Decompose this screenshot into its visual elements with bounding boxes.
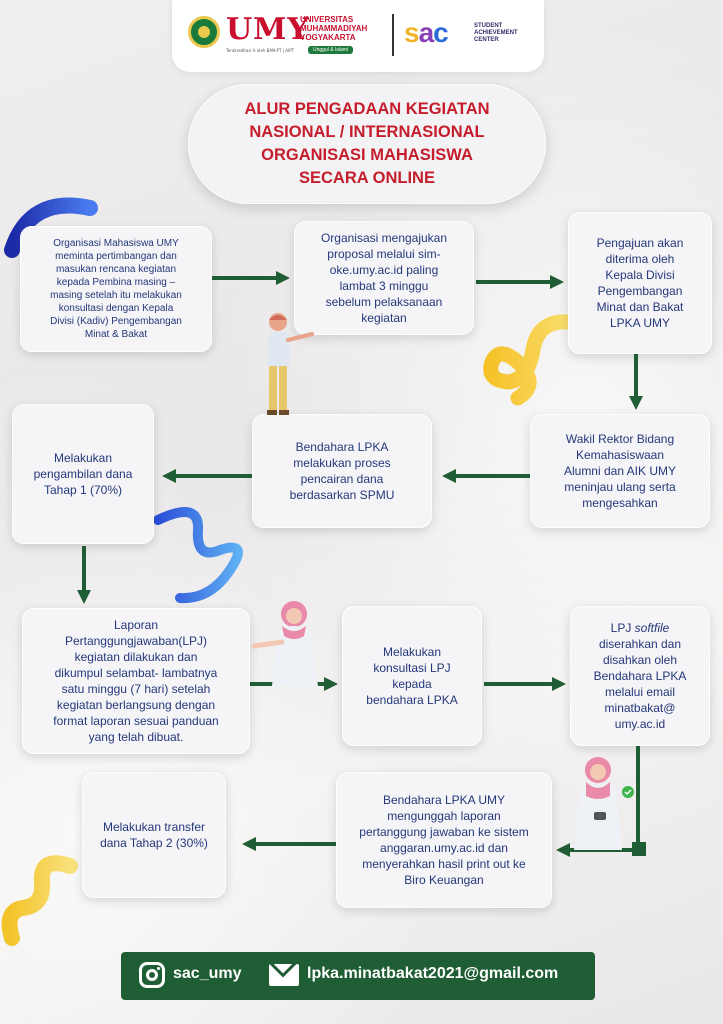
man-pointing-illustration — [267, 313, 314, 415]
step-9-text: LPJ softfile diserahkan dan disahkan ole… — [593, 621, 687, 731]
email-address[interactable]: lpka.minatbakat2021@gmail.com — [307, 965, 559, 982]
arrow-left-icon — [242, 837, 336, 851]
step-2-box: Organisasi mengajukan proposal melalui s… — [294, 221, 474, 335]
umy-seal-logo — [188, 16, 220, 48]
step-9-box: LPJ softfile diserahkan dan disahkan ole… — [570, 606, 710, 746]
woman-hijab-phone-illustration — [574, 757, 634, 850]
logo-divider — [392, 14, 394, 56]
step-1-text: Organisasi Mahasiswa UMY meminta pertimb… — [50, 238, 182, 340]
step-10-text: Bendahara LPKA UMY mengunggah laporan pe… — [359, 793, 529, 887]
step-4-text: Wakil Rektor Bidang Kemahasiswaan Alumni… — [563, 432, 677, 510]
arrow-down-icon — [77, 546, 91, 604]
sac-logo: sac — [404, 17, 449, 48]
step-4-box: Wakil Rektor Bidang Kemahasiswaan Alumni… — [530, 414, 710, 528]
instagram-icon — [139, 962, 165, 988]
step-6-text: Melakukan pengambilan dana Tahap 1 (70%) — [33, 451, 133, 497]
decorative-yellow-wave-shape — [1, 855, 78, 946]
arrow-right-icon — [476, 275, 564, 289]
decorative-blue-swirl-shape — [153, 507, 243, 604]
arrow-left-icon — [442, 469, 530, 483]
step-1-box: Organisasi Mahasiswa UMY meminta pertimb… — [20, 226, 212, 352]
step-3-text: Pengajuan akan diterima oleh Kepala Divi… — [596, 236, 684, 330]
instagram-handle[interactable]: sac_umy — [173, 965, 242, 982]
arrow-elbow-left-icon — [556, 746, 646, 857]
step-3-box: Pengajuan akan diterima oleh Kepala Divi… — [568, 212, 712, 354]
step-8-text: Melakukan konsultasi LPJ kepada bendahar… — [366, 645, 458, 707]
step-8-box: Melakukan konsultasi LPJ kepada bendahar… — [342, 606, 482, 746]
university-tagline: Unggul & Islami — [308, 46, 354, 54]
arrow-down-icon — [629, 354, 643, 410]
step-11-box: Melakukan transfer dana Tahap 2 (30%) — [82, 772, 226, 898]
step-5-box: Bendahara LPKA melakukan proses pencaira… — [252, 414, 432, 528]
logo-header: UMY Terakreditasi A oleh BAN-PT | AIPT U… — [172, 0, 544, 72]
umy-wordmark: UMY — [226, 12, 310, 47]
step-7-box: Laporan Pertanggungjawaban(LPJ) kegiatan… — [22, 608, 250, 754]
step-2-text: Organisasi mengajukan proposal melalui s… — [320, 231, 448, 325]
umy-subtext: Terakreditasi A oleh BAN-PT | AIPT — [226, 48, 295, 53]
woman-hijab-pointing-illustration — [251, 601, 318, 686]
step-11-text: Melakukan transfer dana Tahap 2 (30%) — [100, 820, 208, 850]
decorative-yellow-loop-shape — [483, 314, 576, 406]
decorative-blue-arc-shape — [4, 197, 98, 258]
arrow-left-icon — [162, 469, 252, 483]
sac-full-name: STUDENT ACHIEVEMENT CENTER — [474, 23, 518, 43]
university-name: UNIVERSITAS MUHAMMADIYAH YOGYAKARTA — [300, 15, 368, 42]
step-6-box: Melakukan pengambilan dana Tahap 1 (70%) — [12, 404, 154, 544]
contact-footer: sac_umy lpka.minatbakat2021@gmail.com — [121, 952, 595, 1000]
step-7-text: Laporan Pertanggungjawaban(LPJ) kegiatan… — [53, 618, 219, 744]
arrow-right-icon — [484, 677, 566, 691]
arrow-right-icon — [212, 271, 290, 285]
page-title: ALUR PENGADAAN KEGIATAN NASIONAL / INTER… — [244, 100, 490, 187]
title-pill: ALUR PENGADAAN KEGIATAN NASIONAL / INTER… — [188, 84, 546, 204]
mail-icon — [269, 964, 299, 986]
step-10-box: Bendahara LPKA UMY mengunggah laporan pe… — [336, 772, 552, 908]
step-5-text: Bendahara LPKA melakukan proses pencaira… — [289, 440, 395, 502]
